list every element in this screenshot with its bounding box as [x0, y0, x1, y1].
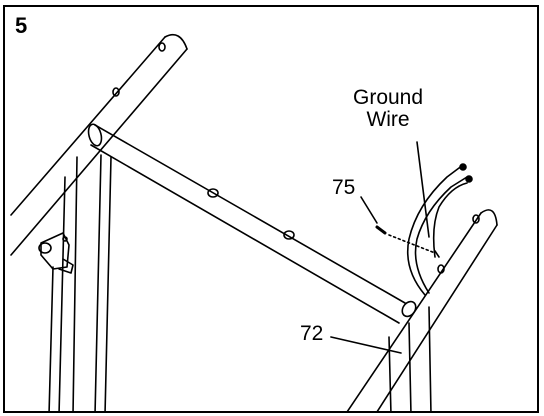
ground-wire-label-line1: Ground: [353, 86, 424, 109]
ground-wire-label-line2: Wire: [366, 108, 410, 131]
crossbar-tube: [87, 123, 406, 324]
left-frame-rails: [48, 154, 112, 411]
screw-75: [375, 225, 436, 254]
ground-wire-label: Ground Wire: [353, 87, 423, 131]
assembly-drawing: [10, 33, 498, 411]
left-bracket: [38, 232, 74, 274]
part-72-leader: [330, 336, 402, 354]
part-75-leader: [360, 196, 378, 224]
left-upright-tube: [10, 33, 188, 256]
ground-wire: [406, 163, 473, 296]
ground-wire-leader: [416, 141, 430, 238]
part-75-label: 75: [332, 176, 356, 199]
step-number: 5: [15, 13, 28, 38]
right-upright-tube-72: [346, 209, 498, 411]
diagram-frame: 5 Ground Wire 75 72: [3, 5, 539, 413]
part-72-label: 72: [300, 322, 324, 345]
